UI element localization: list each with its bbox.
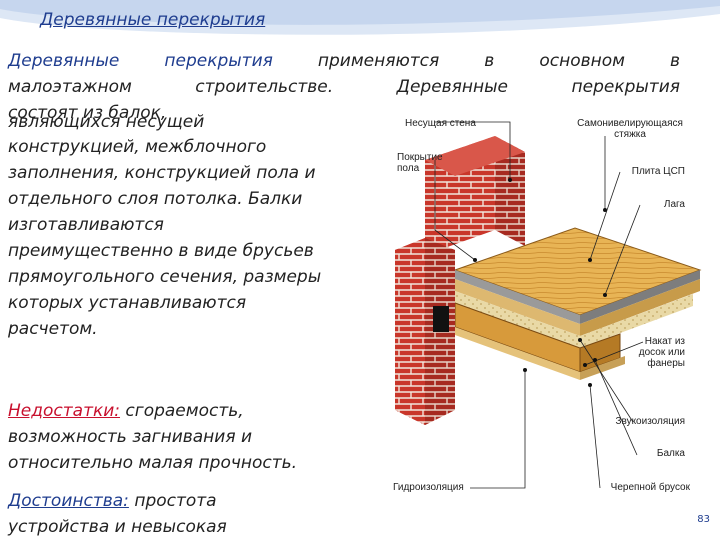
merits-paragraph: Достоинства: простота устройства и невыс…	[8, 488, 380, 540]
drawbacks-link[interactable]: Недостатки:	[8, 401, 121, 421]
label-floor-cover: Покрытие пола	[397, 152, 443, 174]
header-decoration	[0, 0, 720, 35]
page-number: 83	[697, 514, 710, 525]
body-line: конструкцией, межблочного	[8, 137, 267, 157]
intro-paragraph: Деревянные перекрытия применяются в осно…	[8, 48, 680, 126]
floor-diagram: Несущая стена Самонивелирующаяся стяжка …	[375, 110, 705, 500]
intro-line-3: состоят из балок,	[8, 103, 167, 123]
body-line: заполнения, конструкцией пола и	[8, 163, 316, 183]
intro-line-1-rest: применяются в основном в	[317, 51, 680, 71]
intro-highlight: Деревянные перекрытия	[8, 51, 273, 71]
overlap-text: являющихся несущей	[8, 112, 205, 132]
body-paragraph: конструкцией, межблочного заполнения, ко…	[8, 134, 380, 342]
label-lag: Лага	[663, 199, 685, 210]
merits-link[interactable]: Достоинства:	[8, 491, 129, 511]
label-nakat: Накат из досок или фанеры	[638, 336, 685, 369]
merits-line-2: устройства и невысокая	[8, 517, 227, 537]
drawbacks-line-3: относительно малая прочность.	[8, 453, 298, 473]
label-beam: Балка	[656, 448, 685, 459]
body-line: преимущественно в виде брусьев	[8, 241, 314, 261]
label-dsp: Плита ЦСП	[631, 166, 685, 177]
body-line: расчетом.	[8, 319, 98, 339]
drawbacks-line-1-rest: сгораемость,	[120, 401, 244, 421]
label-sound: Звукоизоляция	[615, 416, 685, 427]
intro-line-2: малоэтажном строительстве. Деревянные пе…	[8, 77, 680, 97]
page-title: Деревянные перекрытия	[40, 10, 266, 30]
body-line: изготавливаются	[8, 215, 164, 235]
label-screed: Самонивелирующаяся стяжка	[577, 118, 683, 140]
drawbacks-paragraph: Недостатки: сгораемость, возможность заг…	[8, 398, 380, 476]
merits-line-1-rest: простота	[128, 491, 217, 511]
intro-line-1: Деревянные перекрытия применяются в осно…	[8, 48, 680, 74]
body-line: отдельного слоя потолка. Балки	[8, 189, 303, 209]
body-line: прямоугольного сечения, размеры	[8, 267, 322, 287]
body-line: которых устанавливаются	[8, 293, 247, 313]
label-cranial: Черепной брусок	[610, 482, 690, 493]
label-wall: Несущая стена	[405, 118, 476, 129]
drawbacks-line-2: возможность загнивания и	[8, 427, 253, 447]
floor-diagram-illustration	[395, 121, 702, 489]
label-water: Гидроизоляция	[393, 482, 464, 493]
